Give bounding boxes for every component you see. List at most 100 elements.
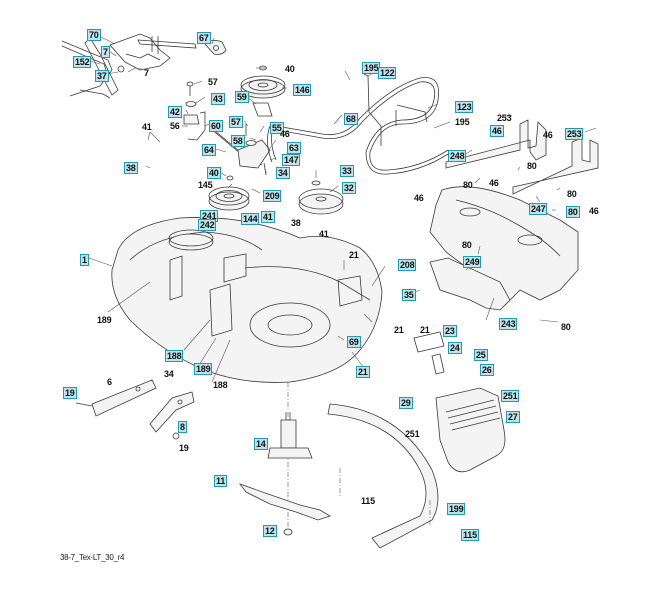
callout-46: 46 <box>414 193 424 203</box>
belt-cover-left <box>445 119 547 169</box>
callout-251: 251 <box>501 390 520 402</box>
lift-linkage <box>84 33 197 96</box>
callout-58: 58 <box>231 135 245 147</box>
callout-25: 25 <box>474 349 488 361</box>
drive-belt <box>267 77 449 175</box>
callout-80: 80 <box>463 180 473 190</box>
callout-243: 243 <box>499 318 518 330</box>
callout-12: 12 <box>263 525 277 537</box>
callout-208: 208 <box>398 259 417 271</box>
callout-80: 80 <box>567 189 577 199</box>
belt-cover-right <box>512 137 599 195</box>
callout-123: 123 <box>455 101 474 113</box>
callout-7: 7 <box>144 68 149 78</box>
callout-34: 34 <box>276 167 290 179</box>
callout-80: 80 <box>462 240 472 250</box>
callout-46: 46 <box>490 125 504 137</box>
callout-46: 46 <box>543 130 553 140</box>
callout-68: 68 <box>344 113 358 125</box>
rear-bracket <box>149 391 195 440</box>
callout-199: 199 <box>447 503 466 515</box>
callout-37: 37 <box>95 70 109 82</box>
callout-27: 27 <box>506 411 520 423</box>
callout-152: 152 <box>73 56 92 68</box>
callout-55: 55 <box>270 122 284 134</box>
callout-67: 67 <box>197 32 211 44</box>
callout-35: 35 <box>402 289 416 301</box>
callout-38: 38 <box>291 218 301 228</box>
blade-bolt <box>283 528 293 536</box>
callout-145: 145 <box>198 180 213 190</box>
callout-6: 6 <box>107 377 112 387</box>
blade <box>238 483 331 521</box>
callout-249: 249 <box>463 256 482 268</box>
callout-24: 24 <box>448 342 462 354</box>
callout-41: 41 <box>319 229 329 239</box>
callout-195: 195 <box>455 117 470 127</box>
callout-253: 253 <box>565 128 584 140</box>
front-bracket <box>75 379 157 417</box>
idler-bracket <box>183 81 271 176</box>
callout-1: 1 <box>80 254 89 266</box>
callout-144: 144 <box>241 213 260 225</box>
deflector-spring <box>413 331 445 375</box>
callout-21: 21 <box>420 325 430 335</box>
callout-147: 147 <box>282 154 301 166</box>
callout-19: 19 <box>63 387 77 399</box>
callout-69: 69 <box>347 336 361 348</box>
diagram-caption: 38-7_Tex-LT_30_r4 <box>60 553 125 562</box>
callout-80: 80 <box>561 322 571 332</box>
callout-46: 46 <box>589 206 599 216</box>
callout-64: 64 <box>202 144 216 156</box>
callout-146: 146 <box>293 84 312 96</box>
callout-57: 57 <box>229 116 243 128</box>
callout-32: 32 <box>342 182 356 194</box>
callout-29: 29 <box>399 397 413 409</box>
callout-21: 21 <box>394 325 404 335</box>
callout-60: 60 <box>209 120 223 132</box>
callout-43: 43 <box>211 93 225 105</box>
callout-188: 188 <box>165 350 184 362</box>
belt-guide-rod <box>363 73 428 146</box>
callout-34: 34 <box>164 369 174 379</box>
callout-23: 23 <box>443 325 457 337</box>
deck-housing <box>111 217 383 383</box>
spindle-housing <box>267 382 313 530</box>
idler-pulley-lower <box>208 175 250 211</box>
callout-56: 56 <box>170 121 180 131</box>
callout-189: 189 <box>194 363 213 375</box>
callout-21: 21 <box>349 250 359 260</box>
callout-188: 188 <box>213 380 228 390</box>
callout-248: 248 <box>448 150 467 162</box>
idler-pulley-upper <box>240 65 286 99</box>
callout-253: 253 <box>497 113 512 123</box>
callout-80: 80 <box>566 206 580 218</box>
callout-26: 26 <box>480 364 494 376</box>
callout-40: 40 <box>207 167 221 179</box>
callout-122: 122 <box>378 67 397 79</box>
belt-guide-bracket <box>252 102 273 117</box>
callout-115: 115 <box>461 529 479 541</box>
callout-46: 46 <box>280 129 290 139</box>
deck-shield-arm <box>327 403 439 549</box>
callout-38: 38 <box>124 162 138 174</box>
callout-242: 242 <box>198 219 217 231</box>
callout-14: 14 <box>254 438 268 450</box>
callout-63: 63 <box>287 142 301 154</box>
callout-209: 209 <box>263 190 282 202</box>
spindle-pulley <box>298 180 344 215</box>
callout-33: 33 <box>340 165 354 177</box>
callout-21: 21 <box>356 366 370 378</box>
callout-11: 11 <box>214 475 228 487</box>
callout-41: 41 <box>261 211 275 223</box>
callout-42: 42 <box>168 106 182 118</box>
callout-189: 189 <box>97 315 112 325</box>
callout-46: 46 <box>489 178 499 188</box>
callout-19: 19 <box>179 443 189 453</box>
callout-57: 57 <box>208 77 218 87</box>
callout-115: 115 <box>361 496 375 506</box>
callout-41: 41 <box>142 122 152 132</box>
callout-80: 80 <box>527 161 537 171</box>
